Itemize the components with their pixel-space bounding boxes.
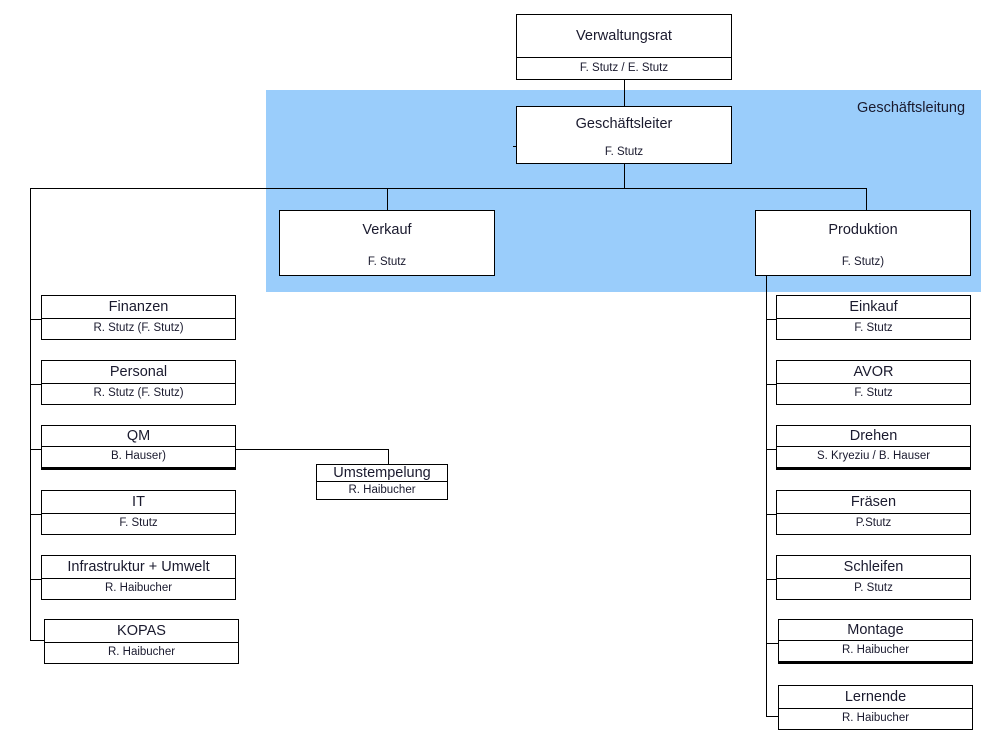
node-person: S. Kryeziu / B. Hauser [777,446,970,467]
connector-stub-qm [30,449,42,450]
node-person: B. Hauser) [42,446,235,467]
node-umstempelung[interactable]: Umstempelung R. Haibucher [316,464,448,500]
node-montage[interactable]: Montage R. Haibucher [778,619,973,664]
node-title: KOPAS [117,622,166,639]
node-person: F. Stutz) [841,256,885,269]
node-title: Personal [109,363,168,380]
connector-qm-to-umstempelung [236,449,388,450]
connector-stub-montage [766,643,778,644]
node-verwaltungsrat[interactable]: Verwaltungsrat F. Stutz / E. Stutz [516,14,732,80]
node-person: R. Haibucher [42,578,235,599]
node-schleifen[interactable]: Schleifen P. Stutz [776,555,971,600]
node-title: Lernende [844,688,907,705]
node-title: QM [126,427,151,444]
connector-stub-it [30,514,42,515]
node-title: Drehen [849,427,898,444]
node-fraesen[interactable]: Fräsen P.Stutz [776,490,971,535]
node-person: F. Stutz / E. Stutz [517,57,731,79]
node-finanzen[interactable]: Finanzen R. Stutz (F. Stutz) [41,295,236,340]
node-it[interactable]: IT F. Stutz [41,490,236,535]
node-qm[interactable]: QM B. Hauser) [41,425,236,470]
connector-stub-kopas [30,640,44,641]
node-person: R. Haibucher [45,642,238,663]
node-geschaeftsleiter[interactable]: Geschäftsleiter F. Stutz [516,106,732,164]
node-lernende[interactable]: Lernende R. Haibucher [778,685,973,730]
connector-bus-to-produktion [866,188,867,210]
node-einkauf[interactable]: Einkauf F. Stutz [776,295,971,340]
connector-stub-infrastruktur [30,579,42,580]
node-person: R. Haibucher [779,640,972,661]
node-kopas[interactable]: KOPAS R. Haibucher [44,619,239,664]
node-drehen[interactable]: Drehen S. Kryeziu / B. Hauser [776,425,971,470]
node-title: Geschäftsleiter [575,115,673,132]
node-person: F. Stutz [777,318,970,339]
node-person: F. Stutz [42,513,235,534]
node-title: Verwaltungsrat [576,27,672,44]
connector-stub-fraesen [766,514,778,515]
connector-right-spine [766,276,767,716]
connector-stub-finanzen [30,319,42,320]
connector-main-bus [30,188,867,189]
node-infrastruktur-umwelt[interactable]: Infrastruktur + Umwelt R. Haibucher [41,555,236,600]
node-person: R. Haibucher [779,708,972,729]
node-title: Verkauf [362,221,412,238]
connector-gl-down [624,164,625,188]
connector-vr-to-gl [624,79,625,106]
connector-stub-einkauf [766,319,778,320]
node-person: F. Stutz [777,383,970,404]
node-personal[interactable]: Personal R. Stutz (F. Stutz) [41,360,236,405]
node-avor[interactable]: AVOR F. Stutz [776,360,971,405]
node-title: IT [132,493,145,510]
node-title: Fräsen [850,493,897,510]
node-title: Produktion [828,221,898,238]
connector-stub-lernende [766,716,780,717]
node-person: R. Stutz (F. Stutz) [42,318,235,339]
connector-umstempelung-drop [388,449,389,464]
node-title: Einkauf [849,298,898,315]
node-produktion[interactable]: Produktion F. Stutz) [755,210,971,276]
node-verkauf[interactable]: Verkauf F. Stutz [279,210,495,276]
node-title: Montage [847,621,904,638]
node-title: Umstempelung [333,464,431,481]
node-title: Infrastruktur + Umwelt [67,558,210,575]
geschaeftsleiter-edge-tick [513,146,516,147]
connector-stub-schleifen [766,579,778,580]
node-person: R. Haibucher [317,481,447,499]
connector-bus-to-verkauf [387,188,388,210]
node-title: Finanzen [108,298,169,315]
connector-stub-avor [766,384,778,385]
connector-left-spine [30,188,31,640]
node-person: F. Stutz [604,146,644,159]
node-title: AVOR [853,363,894,380]
node-person: P. Stutz [777,578,970,599]
node-title: Schleifen [843,558,904,575]
connector-stub-drehen [766,449,778,450]
node-person: P.Stutz [777,513,970,534]
node-person: R. Stutz (F. Stutz) [42,383,235,404]
management-band-label: Geschäftsleitung [857,100,966,116]
connector-stub-personal [30,384,42,385]
node-person: F. Stutz [367,256,407,269]
